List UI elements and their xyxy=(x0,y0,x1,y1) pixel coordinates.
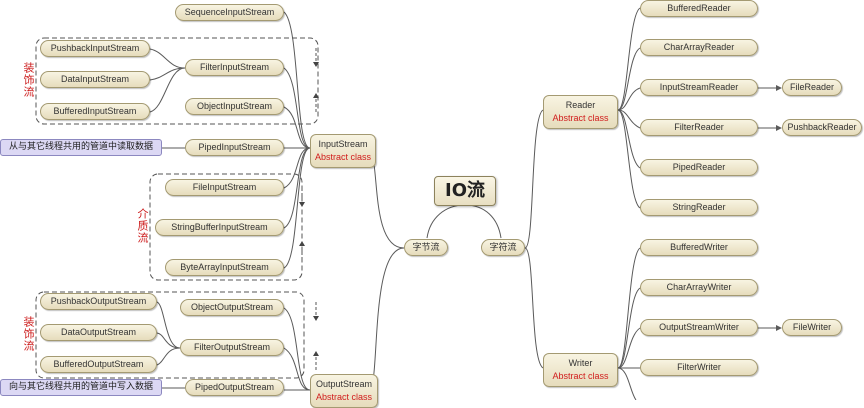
piped-reader-node: PipedReader xyxy=(640,159,758,176)
sequence-input-stream-node: SequenceInputStream xyxy=(175,4,284,21)
output-stream-node: OutputStream Abstract class xyxy=(310,374,378,408)
input-stream-label: InputStream xyxy=(318,139,368,149)
output-stream-writer-node: OutputStreamWriter xyxy=(640,319,758,336)
writer-label: Writer xyxy=(568,358,593,368)
pushback-output-stream-node: PushbackOutputStream xyxy=(40,293,157,310)
media-label: 介质流 xyxy=(136,208,149,244)
data-input-stream-node: DataInputStream xyxy=(40,71,150,88)
root-node: IO流 xyxy=(434,176,496,206)
decorator-input-label: 装饰流 xyxy=(22,62,35,98)
reader-label: Reader xyxy=(565,100,596,110)
file-input-stream-node: FileInputStream xyxy=(165,179,284,196)
char-array-reader-node: CharArrayReader xyxy=(640,39,758,56)
file-reader-node: FileReader xyxy=(782,79,842,96)
writer-tag: Abstract class xyxy=(552,371,609,381)
buffered-reader-node: BufferedReader xyxy=(640,0,758,17)
char-stream-node: 字符流 xyxy=(481,239,525,256)
filter-output-stream-node: FilterOutputStream xyxy=(180,339,284,356)
output-stream-tag: Abstract class xyxy=(315,392,373,402)
object-output-stream-node: ObjectOutputStream xyxy=(180,299,284,316)
buffered-writer-node: BufferedWriter xyxy=(640,239,758,256)
file-writer-node: FileWriter xyxy=(782,319,842,336)
input-stream-tag: Abstract class xyxy=(314,152,372,162)
decorator-output-label: 装饰流 xyxy=(22,316,35,352)
filter-reader-node: FilterReader xyxy=(640,119,758,136)
pushback-input-stream-node: PushbackInputStream xyxy=(40,40,150,57)
string-reader-node: StringReader xyxy=(640,199,758,216)
reader-node: Reader Abstract class xyxy=(543,95,618,129)
byte-stream-node: 字节流 xyxy=(404,239,448,256)
char-array-writer-node: CharArrayWriter xyxy=(640,279,758,296)
piped-input-note: 从与其它线程共用的管道中读取数据 xyxy=(0,139,162,156)
input-stream-reader-node: InputStreamReader xyxy=(640,79,758,96)
reader-tag: Abstract class xyxy=(552,113,609,123)
buffered-output-stream-node: BufferedOutputStream xyxy=(40,356,157,373)
piped-output-note: 向与其它线程共用的管道中写入数据 xyxy=(0,379,162,396)
writer-node: Writer Abstract class xyxy=(543,353,618,387)
buffered-input-stream-node: BufferedInputStream xyxy=(40,103,150,120)
pushback-reader-node: PushbackReader xyxy=(782,119,862,136)
piped-input-stream-node: PipedInputStream xyxy=(185,139,284,156)
output-stream-label: OutputStream xyxy=(315,379,373,389)
input-stream-node: InputStream Abstract class xyxy=(310,134,376,168)
piped-output-stream-node: PipedOutputStream xyxy=(185,379,284,396)
object-input-stream-node: ObjectInputStream xyxy=(185,98,284,115)
filter-input-stream-node: FilterInputStream xyxy=(185,59,284,76)
byte-array-input-stream-node: ByteArrayInputStream xyxy=(165,259,284,276)
data-output-stream-node: DataOutputStream xyxy=(40,324,157,341)
filter-writer-node: FilterWriter xyxy=(640,359,758,376)
string-buffer-input-stream-node: StringBufferInputStream xyxy=(155,219,284,236)
